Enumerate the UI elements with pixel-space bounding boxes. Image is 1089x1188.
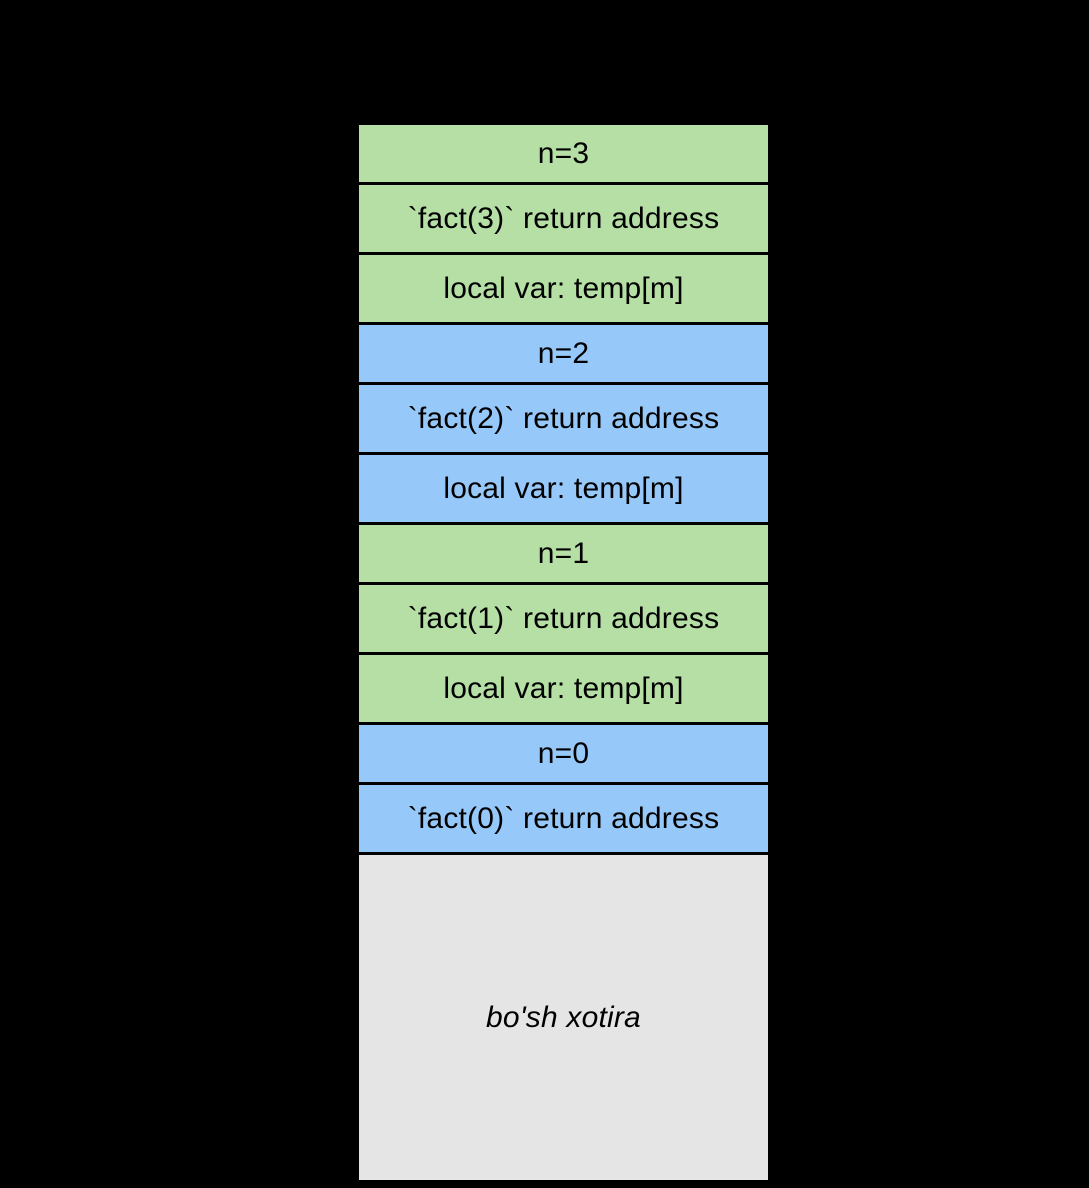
stack-row: `fact(3)` return address xyxy=(359,185,768,255)
stack-row-label: `fact(0)` return address xyxy=(407,801,720,835)
stack-row-label: n=3 xyxy=(537,136,590,170)
stack-row: local var: temp[m] xyxy=(359,655,768,725)
stack-row-label: local var: temp[m] xyxy=(443,271,684,305)
stack-row-label: `fact(3)` return address xyxy=(407,201,720,235)
stack-row-label: local var: temp[m] xyxy=(443,471,684,505)
stack-table: n=3 `fact(3)` return address local var: te… xyxy=(359,123,768,1183)
stack-row: `fact(2)` return address xyxy=(359,385,768,455)
stack-row-label: `fact(1)` return address xyxy=(407,601,720,635)
stack-row: n=1 xyxy=(359,525,768,585)
stack-row: `fact(0)` return address xyxy=(359,785,768,855)
stack-row-label: bo'sh xotira xyxy=(486,1000,641,1034)
stack-row-label: `fact(2)` return address xyxy=(407,401,720,435)
stack-row-label: n=0 xyxy=(537,736,590,770)
stack-row: n=0 xyxy=(359,725,768,785)
stack-row: local var: temp[m] xyxy=(359,455,768,525)
stack-row: local var: temp[m] xyxy=(359,255,768,325)
stack-row-label: local var: temp[m] xyxy=(443,671,684,705)
stack-row: n=3 xyxy=(359,125,768,185)
stack-row: `fact(1)` return address xyxy=(359,585,768,655)
stack-row-label: n=2 xyxy=(537,336,590,370)
free-memory-cell: bo'sh xotira xyxy=(359,855,768,1183)
stack-row: n=2 xyxy=(359,325,768,385)
stack-row-label: n=1 xyxy=(537,536,590,570)
